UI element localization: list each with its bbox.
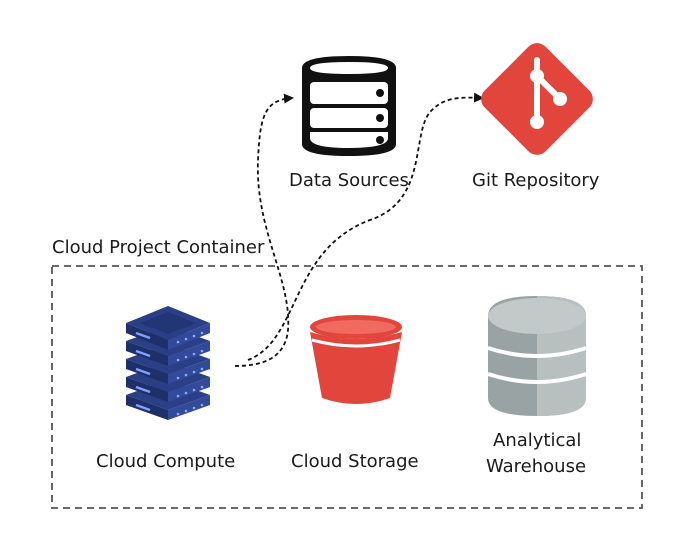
git-repository-label: Git Repository	[472, 170, 600, 191]
git-icon	[481, 43, 593, 155]
cloud-compute-label: Cloud Compute	[96, 451, 236, 472]
data-sources-label: Data Sources	[289, 170, 409, 191]
database-icon	[302, 56, 396, 156]
analytical-warehouse-label-line1: Analytical	[493, 430, 582, 451]
warehouse-database-icon	[487, 296, 587, 416]
container-title: Cloud Project Container	[52, 237, 265, 258]
cloud-project-container-box	[51, 265, 643, 509]
edge-compute-to-git-repository	[247, 92, 484, 361]
bucket-icon	[310, 315, 402, 404]
analytical-warehouse-label-line2: Warehouse	[486, 456, 587, 477]
edge-compute-to-data-sources	[234, 93, 294, 367]
cloud-storage-label: Cloud Storage	[291, 451, 419, 472]
server-stack-icon	[126, 306, 210, 420]
